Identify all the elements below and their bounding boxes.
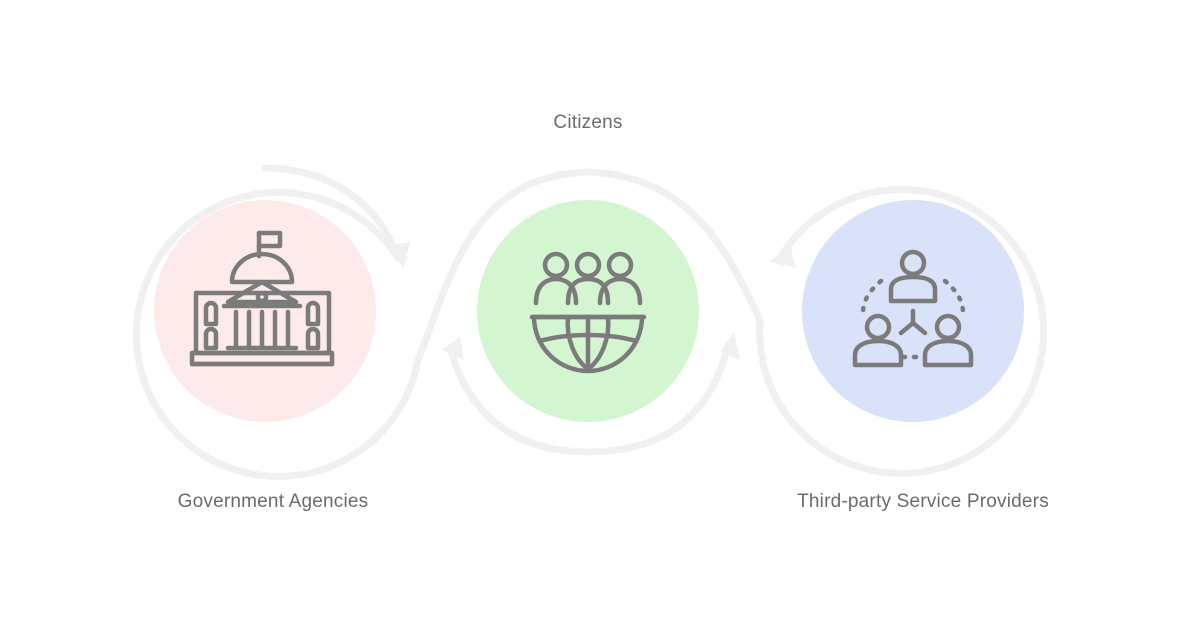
arrowhead-middle-right	[720, 332, 740, 360]
network-people-icon	[852, 249, 974, 368]
flow-arrowheads	[386, 242, 796, 360]
node-citizens-circle	[477, 200, 699, 422]
node-label-third-party: Third-party Service Providers	[797, 491, 1049, 512]
flow-arc-middle-top	[414, 168, 764, 364]
people-globe-icon	[529, 251, 647, 374]
flow-arc-right	[756, 185, 1047, 477]
flow-path	[132, 164, 1047, 480]
arrowhead-left	[386, 242, 410, 268]
node-government-circle	[154, 200, 376, 422]
node-label-citizens: Citizens	[553, 112, 623, 133]
flow-arc-left-top	[261, 164, 402, 262]
node-label-government: Government Agencies	[177, 491, 369, 512]
flow-arc-left	[132, 189, 422, 480]
arrowhead-right	[770, 244, 796, 268]
government-building-icon	[189, 230, 335, 367]
flow-arc-middle-bottom	[446, 341, 732, 456]
arrowhead-middle-left	[442, 336, 464, 360]
